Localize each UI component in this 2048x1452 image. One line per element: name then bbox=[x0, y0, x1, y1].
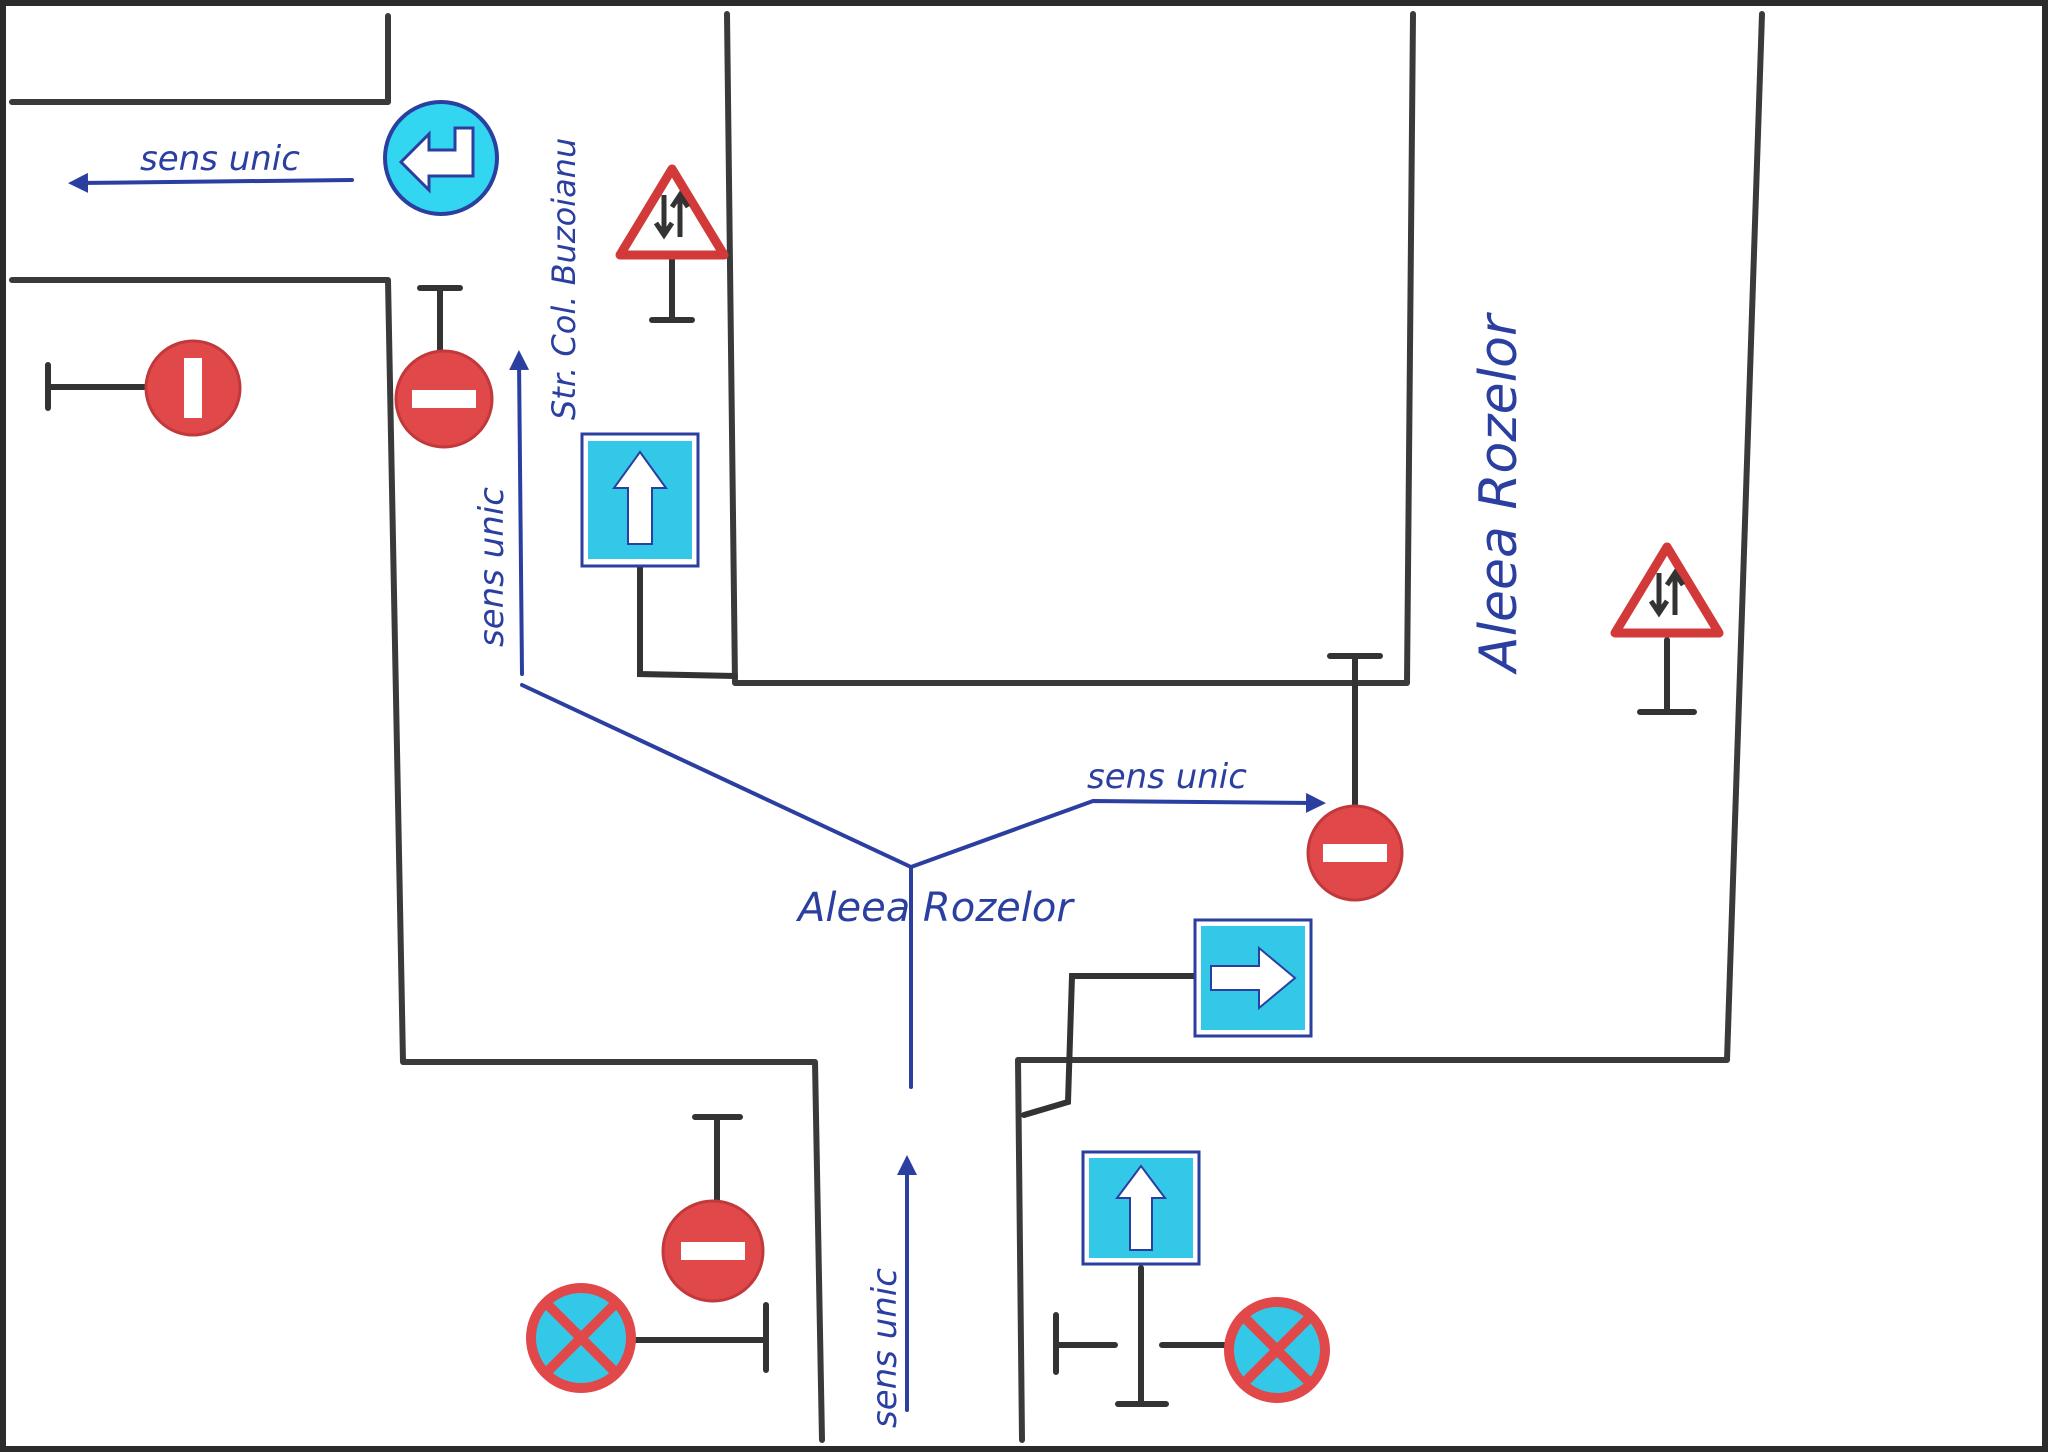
label-sens-unic-bottom: sens unic bbox=[865, 1268, 905, 1428]
arrow-right-icon bbox=[1210, 945, 1297, 1011]
label-sens-unic-right: sens unic bbox=[1087, 757, 1247, 797]
one-way-street-top-sign bbox=[580, 432, 700, 568]
mandatory-left-turn-sign bbox=[383, 100, 499, 216]
arrow-up-icon bbox=[1115, 1164, 1167, 1251]
two-way-traffic-warning-top-sign bbox=[615, 164, 729, 260]
no-stopping-bottom-right-sign bbox=[1224, 1297, 1330, 1403]
no-entry-icon bbox=[1323, 844, 1387, 862]
one-way-street-bottom-sign bbox=[1081, 1150, 1201, 1266]
traffic-flow bbox=[68, 172, 1326, 1412]
no-stopping-bottom-left-sign bbox=[526, 1283, 636, 1393]
no-entry-left-sign bbox=[144, 339, 242, 437]
no-stopping-icon bbox=[544, 1301, 618, 1375]
two-way-traffic-warning-right-sign bbox=[1610, 542, 1724, 638]
flow-vertical-left-arrow bbox=[509, 350, 530, 676]
label-str-col-buzoianu: Str. Col. Buzoianu bbox=[545, 138, 583, 420]
two-way-traffic-icon bbox=[653, 190, 691, 240]
sign-poles bbox=[45, 255, 1697, 1407]
road-right-curb bbox=[1015, 11, 1765, 1443]
no-entry-icon bbox=[681, 1242, 745, 1260]
two-way-traffic-icon bbox=[1648, 568, 1686, 618]
flow-branch-right bbox=[909, 792, 1326, 869]
label-sens-unic-top-left: sens unic bbox=[140, 139, 300, 179]
no-stopping-icon bbox=[1242, 1315, 1312, 1385]
no-entry-icon bbox=[184, 358, 202, 418]
flow-branch-left bbox=[520, 683, 913, 869]
road-outlines bbox=[9, 11, 1765, 1443]
road-left-curb bbox=[9, 277, 825, 1443]
flow-top-left-arrow bbox=[68, 172, 354, 193]
no-entry-right-sign bbox=[1306, 804, 1404, 902]
arrow-left-icon bbox=[398, 126, 475, 194]
no-entry-icon bbox=[412, 390, 476, 408]
label-aleea-rozelor-center: Aleea Rozelor bbox=[795, 885, 1075, 931]
label-sens-unic-vertical-left: sens unic bbox=[472, 487, 512, 647]
road-center-block-left-curb bbox=[724, 11, 1416, 686]
no-entry-bottom-sign bbox=[661, 1199, 765, 1303]
road-top-left-curb bbox=[9, 13, 391, 105]
no-entry-top-left-sign bbox=[394, 349, 494, 449]
label-aleea-rozelor-vertical: Aleea Rozelor bbox=[1469, 311, 1529, 675]
arrow-up-icon bbox=[612, 450, 668, 545]
one-way-right-sign bbox=[1193, 918, 1313, 1038]
